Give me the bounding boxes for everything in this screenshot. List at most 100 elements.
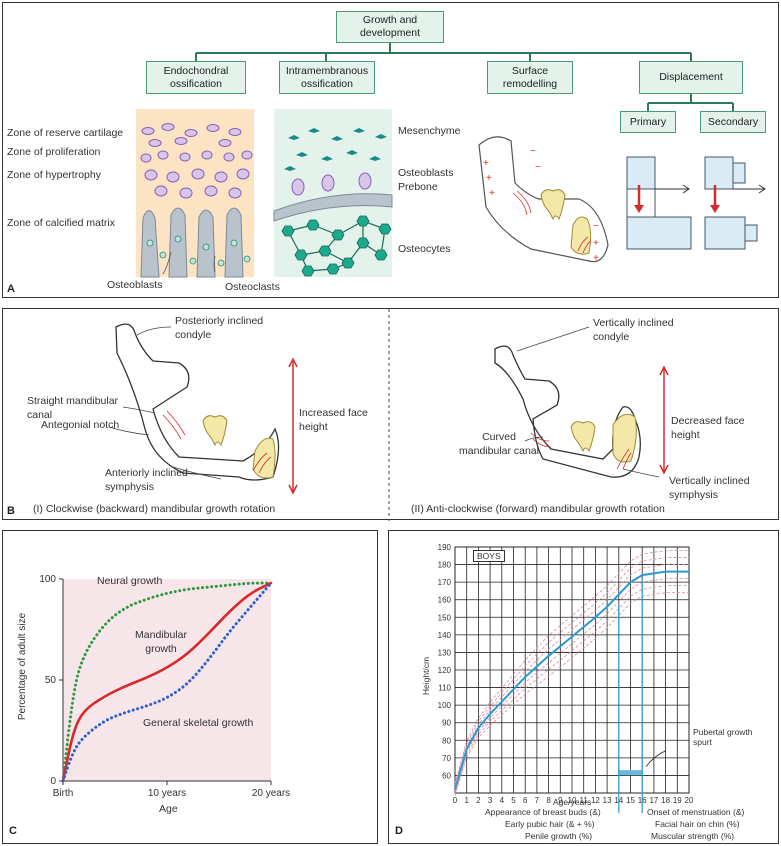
ylabel-c: Percentage of adult size: [17, 612, 29, 721]
marker-left-2: Penile growth (%): [525, 831, 593, 841]
caption-b-right: (II) Anti-clockwise (forward) mandibular…: [411, 503, 665, 515]
y-tick-label: 170: [438, 578, 452, 587]
series-label-skeletal: General skeletal growth: [143, 717, 254, 729]
label-osteoclasts: Osteoclasts: [225, 281, 280, 293]
y-tick-label: 90: [442, 719, 451, 728]
x-tick-label: 3: [488, 796, 493, 805]
y-tick-label: 120: [438, 666, 452, 675]
x-tick-label: 0: [453, 796, 458, 805]
panel-c-letter: C: [9, 825, 17, 837]
centile-line-3: [454, 564, 689, 788]
box-growth-development: Growth and development: [336, 11, 444, 43]
y-tick-label: 0: [50, 776, 56, 787]
x-tick-label: 10: [568, 796, 577, 805]
svg-text:−: −: [593, 221, 599, 232]
svg-text:+: +: [486, 173, 492, 184]
panel-b: Posteriorly inclined condyle Straight ma…: [2, 308, 779, 521]
panel-b-letter: B: [7, 505, 15, 517]
y-tick-label: 50: [45, 675, 57, 686]
series-label-neural: Neural growth: [97, 575, 163, 587]
label-zone-hypertrophy: Zone of hypertrophy: [7, 169, 101, 181]
label-zone-calcified: Zone of calcified matrix: [7, 217, 115, 229]
box-endochondral: Endochondral ossification: [146, 61, 246, 94]
svg-text:−: −: [530, 146, 536, 157]
y-tick-label: 190: [438, 543, 452, 552]
x-tick-label: 2: [476, 796, 481, 805]
label-b-left-height: Increased face height: [299, 407, 368, 433]
label-b-left-notch: Antegonial notch: [41, 419, 120, 431]
svg-text:+: +: [593, 253, 599, 264]
x-tick-label: 4: [500, 796, 505, 805]
svg-text:−: −: [535, 162, 541, 173]
x-tick-label: 10 years: [148, 788, 186, 799]
x-tick-label: 9: [558, 796, 563, 805]
svg-text:+: +: [489, 188, 495, 199]
y-tick-label: 100: [39, 574, 56, 585]
label-osteocytes: Osteocytes: [398, 243, 451, 255]
panel-a-connectors: + + + − − − + +: [136, 43, 766, 278]
x-tick-label: 18: [661, 796, 670, 805]
label-osteoblasts: Osteoblasts: [398, 167, 454, 179]
label-b-right-height: Decreased face height: [671, 415, 745, 441]
x-tick-label: 7: [535, 796, 540, 805]
marker-left-0: Appearance of breast buds (&): [485, 807, 601, 817]
box-surface-remodelling: Surface remodelling: [487, 61, 573, 94]
panel-a-letter: A: [7, 283, 15, 295]
series-label-mandibular: Mandibular growth: [135, 629, 187, 655]
centile-line-1: [454, 585, 689, 794]
x-tick-label: 20 years: [252, 788, 290, 799]
box-secondary: Secondary: [700, 111, 766, 133]
panel-d-letter: D: [395, 825, 403, 837]
x-tick-label: 12: [591, 796, 600, 805]
label-b-right-symphysis: Vertically inclined symphysis: [669, 475, 750, 501]
label-mesenchyme: Mesenchyme: [398, 125, 461, 137]
x-tick-label: 17: [649, 796, 658, 805]
x-tick-label: 6: [523, 796, 528, 805]
panel-a: + + + − − − + + Growth and development Endoch…: [2, 2, 779, 298]
x-tick-label: 19: [673, 796, 682, 805]
x-tick-label: Birth: [53, 788, 74, 799]
badge-boys: BOYS: [473, 550, 505, 562]
ylabel-d: Height/cm: [421, 656, 432, 696]
label-prebone: Prebone: [398, 181, 438, 193]
centile-line-4: [454, 557, 689, 786]
caption-b-left: (I) Clockwise (backward) mandibular grow…: [33, 503, 276, 515]
svg-text:+: +: [593, 238, 599, 249]
y-tick-label: 130: [438, 648, 452, 657]
centile-line-0: [454, 592, 689, 796]
label-zone-reserve: Zone of reserve cartilage: [7, 127, 124, 139]
y-tick-label: 140: [438, 631, 452, 640]
marker-right-0: Onset of menstruation (&): [647, 807, 745, 817]
y-tick-label: 110: [438, 684, 451, 693]
marker-left-1: Early pubic hair (& + %): [505, 819, 595, 829]
label-b-left-symphysis: Anteriorly inclined symphysis: [105, 467, 188, 493]
pubertal-spurt-bar: [618, 770, 643, 776]
series-line-0: [61, 581, 273, 783]
y-tick-label: 100: [438, 701, 452, 710]
label-b-right-canal: Curved mandibular canal: [459, 431, 539, 457]
x-tick-label: 1: [464, 796, 469, 805]
annotation-pubertal: Pubertal growth spurt: [693, 727, 753, 748]
box-intramembranous: Intramembranous ossification: [279, 61, 375, 94]
series-line-1: [61, 581, 273, 783]
marker-right-1: Facial hair on chin (%): [655, 819, 740, 829]
x-tick-label: 5: [511, 796, 516, 805]
box-primary: Primary: [620, 111, 676, 133]
label-osteoblasts-bottom: Osteoblasts: [107, 279, 163, 291]
x-tick-label: 13: [603, 796, 612, 805]
label-b-left-condyle: Posteriorly inclined condyle: [175, 315, 264, 341]
y-tick-label: 70: [442, 754, 451, 763]
x-tick-label: 20: [685, 796, 694, 805]
y-tick-label: 80: [442, 736, 451, 745]
x-tick-label: 11: [580, 796, 589, 805]
y-tick-label: 60: [442, 771, 451, 780]
svg-text:+: +: [483, 158, 489, 169]
box-displacement: Displacement: [639, 61, 743, 94]
x-tick-label: 8: [546, 796, 551, 805]
marker-right-2: Muscular strength (%): [651, 831, 735, 841]
label-zone-proliferation: Zone of proliferation: [7, 146, 101, 158]
